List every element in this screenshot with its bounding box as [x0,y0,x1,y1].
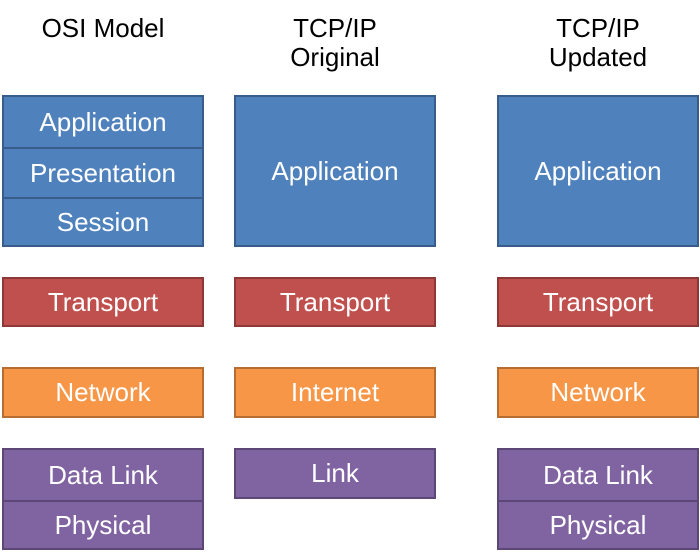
osi-session-layer: Session [4,197,202,245]
osi-presentation-layer: Presentation [4,147,202,197]
tcpip-original-link-layer: Link [234,448,436,499]
tcpip-updated-link-group: Data Link Physical [497,448,699,550]
osi-application-layer: Application [39,106,167,137]
tcpip-updated-title: TCP/IP Updated [548,13,648,72]
tcpip-original-internet-layer: Internet [234,367,436,418]
tcpip-updated-data-link-layer: Data Link [543,459,653,490]
tcpip-original-title: TCP/IP Original [290,13,380,72]
tcpip-updated-physical-layer: Physical [499,500,697,548]
tcpip-original-transport-layer: Transport [234,277,436,327]
osi-transport-layer: Transport [2,277,204,327]
osi-data-link-layer: Data Link [48,459,158,490]
osi-physical-layer: Physical [4,500,202,548]
osi-link-group: Data Link Physical [2,448,204,550]
tcpip-updated-transport-layer: Transport [497,277,699,327]
tcpip-updated-application-layer: Application [497,95,699,247]
osi-model-title: OSI Model [41,13,165,43]
osi-application-group: Application Presentation Session [2,95,204,247]
tcpip-updated-network-layer: Network [497,367,699,418]
tcpip-original-application-layer: Application [234,95,436,247]
osi-network-layer: Network [2,367,204,418]
